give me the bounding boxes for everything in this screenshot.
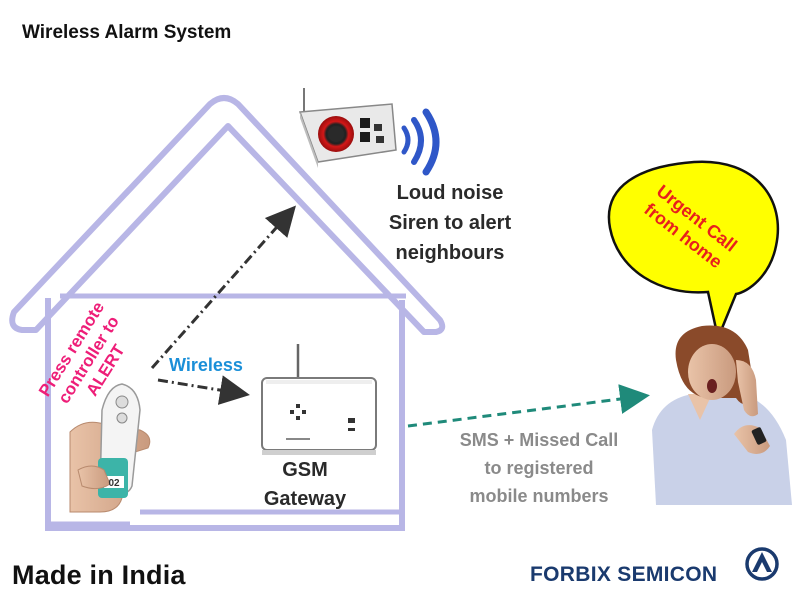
made-in-india-label: Made in India <box>12 560 186 590</box>
gateway-caption-line: Gateway <box>263 488 347 510</box>
house-outline <box>9 95 446 531</box>
sms-caption-line: SMS + Missed Call <box>459 430 619 450</box>
gateway-caption-line: GSM <box>282 459 328 481</box>
woman-on-phone <box>652 325 792 505</box>
sms-caption: SMS + Missed Call to registered mobile n… <box>430 426 648 510</box>
sound-waves-icon <box>401 108 440 176</box>
wireless-label: Wireless <box>169 355 243 375</box>
siren-caption-line: neighbours <box>395 242 505 264</box>
brand-name: FORBIX SEMICON <box>530 563 718 586</box>
siren-caption-line: Siren to alert <box>388 212 512 234</box>
remote-tag: 02 <box>108 478 120 489</box>
siren-device <box>298 88 397 168</box>
siren-caption: Loud noise Siren to alert neighbours <box>362 178 538 268</box>
speech-bubble <box>607 160 780 343</box>
sms-caption-line: mobile numbers <box>469 486 609 506</box>
siren-caption-line: Loud noise <box>396 182 504 204</box>
gateway-caption: GSM Gateway <box>250 456 360 514</box>
sms-arrow <box>407 384 650 428</box>
forbix-logo-icon <box>745 547 779 581</box>
remote-to-siren-arrow <box>150 205 296 369</box>
gsm-gateway-device <box>261 344 377 455</box>
diagram-title: Wireless Alarm System <box>22 22 232 43</box>
sms-caption-line: to registered <box>484 458 594 478</box>
remote-controller <box>69 383 151 513</box>
wireless-arrow <box>157 375 250 405</box>
